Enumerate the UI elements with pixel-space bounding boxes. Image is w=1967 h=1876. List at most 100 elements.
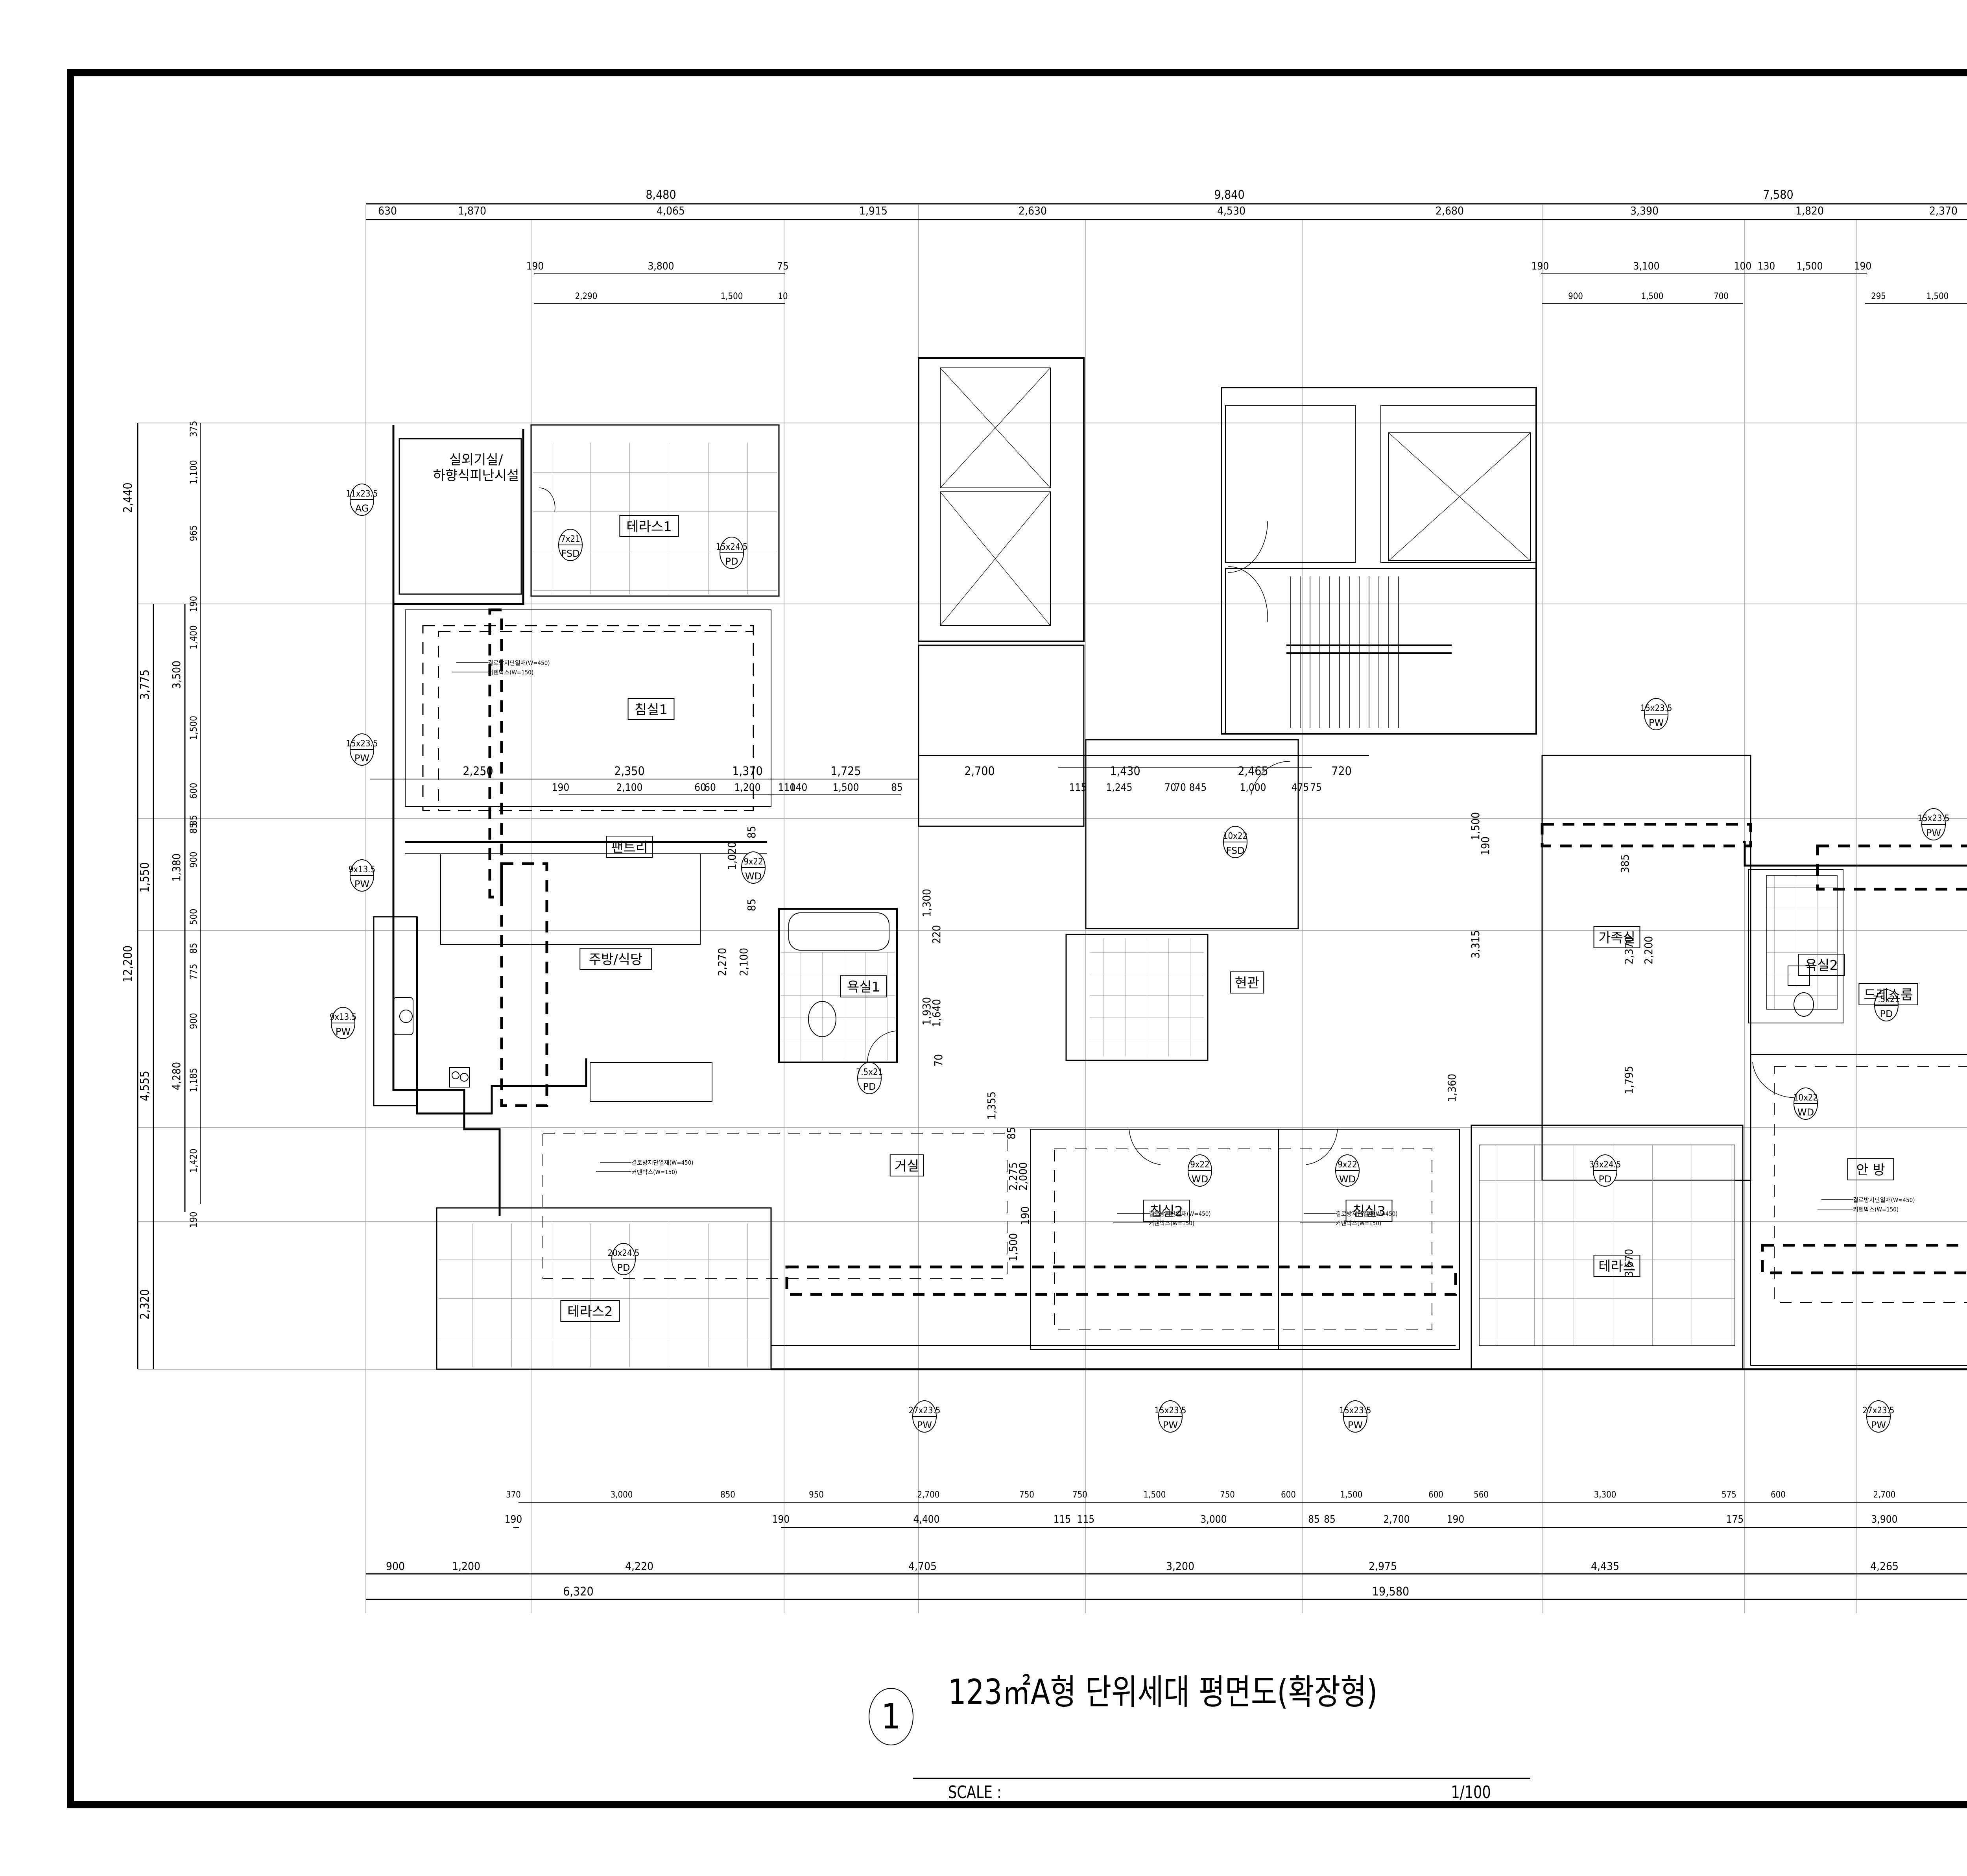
opening-tag: 15x23.5PW xyxy=(1918,808,1949,840)
dimension-value: 2,700 xyxy=(1384,1514,1410,1525)
svg-text:침실2: 침실2 xyxy=(1150,1204,1183,1219)
leader-notes: 결로방지단열재(W=450)커텐박스(W=150)결로방지단열재(W=450)커… xyxy=(452,659,1915,1227)
room-label: 침실1 xyxy=(627,698,675,720)
opening-tag: 11x23.5AG xyxy=(346,484,378,516)
dimension-value: 85 xyxy=(1308,1514,1320,1525)
dimension-value: 1,430 xyxy=(1110,764,1140,778)
grid-lines xyxy=(138,205,1967,1613)
dimension-value: 85 xyxy=(745,826,758,838)
dimension-value: 85 xyxy=(1324,1514,1336,1525)
dimension-value: 3,100 xyxy=(1633,260,1660,272)
door-swings xyxy=(539,487,1794,1165)
dimension-value: 115 xyxy=(1077,1514,1095,1525)
svg-text:15x23.5: 15x23.5 xyxy=(1155,1406,1186,1416)
room-label: 주방/식당 xyxy=(579,948,652,970)
dimension-value: 190 xyxy=(1479,836,1492,855)
dimension-value: 850 xyxy=(720,1490,735,1500)
dimension-value: 85 xyxy=(188,943,199,953)
dimension-value: 1,500 xyxy=(1340,1490,1363,1500)
dimension-value: 775 xyxy=(188,964,199,980)
dimension-value: 4,265 xyxy=(1870,1560,1899,1573)
svg-text:현관: 현관 xyxy=(1235,975,1260,991)
svg-text:테라스2: 테라스2 xyxy=(567,1304,613,1320)
dimension-value: 500 xyxy=(188,908,199,925)
svg-text:15x24.5: 15x24.5 xyxy=(716,542,748,552)
opening-tag: 15x23.5PW xyxy=(1340,1400,1371,1433)
room-labels: 실외기실/하향식피난시설테라스1침실1팬트리주방/식당욕실1거실현관가족실욕실2… xyxy=(433,452,1918,1322)
dimension-value: 2,680 xyxy=(1436,204,1464,217)
dimension-value: 1,245 xyxy=(1106,782,1133,794)
dimension-lines xyxy=(137,203,1967,1600)
svg-text:9x13.5: 9x13.5 xyxy=(330,1012,356,1022)
svg-text:33x24.5: 33x24.5 xyxy=(1589,1160,1621,1170)
dimension-value: 75 xyxy=(777,260,789,272)
dimension-value: 190 xyxy=(1019,1206,1031,1225)
svg-text:실외기실/: 실외기실/ xyxy=(449,452,503,468)
dimension-value: 3,315 xyxy=(1469,930,1482,958)
dimension-value: 115 xyxy=(1054,1514,1071,1525)
dimension-value: 19,580 xyxy=(1372,1585,1409,1599)
room-label: 침실2 xyxy=(1143,1200,1190,1222)
dimension-value: 4,530 xyxy=(1217,204,1246,217)
svg-text:욕실1: 욕실1 xyxy=(847,979,880,995)
svg-text:9x22: 9x22 xyxy=(744,857,763,867)
dimension-value: 4,400 xyxy=(913,1514,940,1525)
dimension-value: 4,705 xyxy=(908,1560,937,1573)
svg-text:PD: PD xyxy=(863,1081,876,1092)
dimension-value: 1,380 xyxy=(170,853,183,882)
svg-text:PD: PD xyxy=(725,556,738,567)
dimension-value: 85 xyxy=(188,823,199,833)
dimension-value: 600 xyxy=(1428,1490,1443,1500)
room-label: 안 방 xyxy=(1847,1158,1894,1180)
dimension-value: 1,500 xyxy=(1007,1233,1020,1261)
svg-text:팬트리: 팬트리 xyxy=(611,840,648,855)
dashed-lines xyxy=(422,608,1967,1330)
room-label: 침실3 xyxy=(1345,1200,1393,1222)
svg-text:커텐박스(W=150): 커텐박스(W=150) xyxy=(488,669,533,676)
fixtures xyxy=(393,912,1814,1102)
dimension-value: 1,915 xyxy=(859,204,888,217)
dimension-value: 1,300 xyxy=(920,889,933,917)
dimension-value: 60 xyxy=(704,782,716,794)
dimension-value: 70 xyxy=(1164,782,1176,794)
dimension-value: 1,020 xyxy=(725,842,738,870)
svg-text:7.5x21: 7.5x21 xyxy=(856,1067,883,1077)
opening-tag: 9x13.5PW xyxy=(349,859,375,892)
svg-text:PW: PW xyxy=(354,753,369,764)
dimension-value: 1,000 xyxy=(1240,782,1266,794)
room-label: 팬트리 xyxy=(606,836,653,858)
leader-note: 결로방지단열재(W=450)커텐박스(W=150) xyxy=(1300,1210,1398,1227)
dimension-value: 190 xyxy=(505,1514,522,1525)
dimension-value: 2,700 xyxy=(917,1490,940,1500)
dimension-value: 7,580 xyxy=(1763,188,1793,202)
svg-text:하향식피난시설: 하향식피난시설 xyxy=(433,468,519,484)
dimension-value: 2,370 xyxy=(1929,204,1958,217)
dimension-value: 1,100 xyxy=(188,460,199,484)
dimension-value: 4,280 xyxy=(170,1062,183,1090)
svg-text:PD: PD xyxy=(1880,1008,1893,1019)
dimension-value: 1,500 xyxy=(188,716,199,740)
room-label: 욕실1 xyxy=(840,975,887,997)
dimension-value: 1,200 xyxy=(734,782,761,794)
svg-text:9x13.5: 9x13.5 xyxy=(349,865,375,875)
dimension-value: 110 xyxy=(778,782,796,794)
dimension-value: 1,360 xyxy=(1445,1074,1458,1102)
dimension-value: 750 xyxy=(1019,1490,1034,1500)
dimension-value: 385 xyxy=(1618,854,1631,873)
svg-text:결로방지단열재(W=450): 결로방지단열재(W=450) xyxy=(631,1159,694,1166)
svg-text:PW: PW xyxy=(336,1026,351,1037)
dimension-value: 600 xyxy=(1771,1490,1786,1500)
dimension-value: 3,800 xyxy=(648,260,674,272)
dimension-value: 1,500 xyxy=(1469,812,1482,840)
dimension-value: 2,700 xyxy=(964,764,995,778)
room-label: 거실 xyxy=(889,1154,924,1176)
svg-text:PW: PW xyxy=(917,1420,932,1431)
dimension-value: 85 xyxy=(745,899,758,911)
dimension-value: 630 xyxy=(378,204,397,217)
dimension-value: 190 xyxy=(1532,260,1549,272)
svg-text:PD: PD xyxy=(1599,1174,1612,1185)
